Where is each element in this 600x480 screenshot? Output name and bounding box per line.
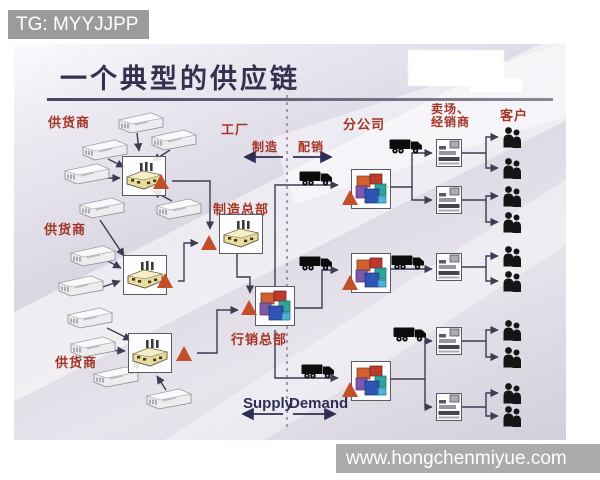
label-distribute: 配销	[298, 140, 325, 154]
truck-icon	[393, 327, 426, 342]
flow-triangle-icon	[342, 190, 358, 205]
store-icon	[438, 187, 460, 212]
customer-icon	[503, 347, 521, 368]
goods-cubes-icon	[355, 365, 387, 396]
label-factory-column: 工厂	[221, 122, 250, 137]
branch-box	[351, 253, 391, 293]
truck-icon	[391, 255, 424, 270]
customer-icon	[503, 406, 521, 427]
label-mfg-hq: 制造总部	[213, 202, 270, 217]
store-icon	[438, 394, 460, 419]
tg-watermark: TG: MYYJJPP	[8, 10, 149, 39]
factory-icon	[132, 339, 168, 367]
label-branch-column: 分公司	[343, 117, 386, 132]
warehouse-icon	[70, 245, 116, 267]
customer-icon	[503, 320, 521, 341]
marketing-hq-box	[255, 286, 295, 326]
customer-icon	[503, 383, 521, 404]
warehouse-icon	[93, 366, 139, 388]
warehouse-icon	[70, 336, 116, 358]
warehouse-icon	[67, 307, 113, 329]
warehouse-icon	[156, 198, 202, 220]
truck-icon	[299, 256, 332, 271]
customer-icon	[503, 271, 521, 292]
customer-icon	[503, 158, 521, 179]
goods-cubes-icon	[355, 257, 387, 288]
customer-icon	[503, 186, 521, 207]
flow-triangle-icon	[153, 174, 169, 189]
goods-cubes-icon	[259, 290, 291, 321]
flow-triangle-icon	[176, 346, 192, 361]
warehouse-icon	[118, 112, 164, 134]
warehouse-icon	[64, 163, 110, 185]
warehouse-icon	[79, 197, 125, 219]
label-manufacture: 制造	[252, 140, 279, 154]
label-dealer-column-1: 卖场、	[431, 102, 471, 116]
label-supply: Supply	[243, 395, 294, 412]
label-supplier-2: 供货商	[44, 222, 87, 237]
label-customer-column: 客户	[500, 108, 529, 123]
store-box	[436, 253, 462, 281]
flow-triangle-icon	[342, 382, 358, 397]
label-supplier-3: 供货商	[55, 355, 98, 370]
warehouse-icon	[82, 139, 128, 161]
site-watermark: www.hongchenmiyue.com	[336, 444, 600, 473]
customer-icon	[503, 127, 521, 148]
customer-icon	[503, 246, 521, 267]
flow-triangle-icon	[241, 300, 257, 315]
branch-box	[351, 169, 391, 209]
truck-icon	[301, 364, 334, 379]
label-mkt-hq: 行销总部	[231, 332, 288, 347]
store-box	[436, 186, 462, 214]
factory-icon	[223, 220, 259, 248]
store-box	[436, 139, 462, 167]
label-supplier-1: 供货商	[48, 115, 91, 130]
store-icon	[438, 140, 460, 165]
store-box	[436, 327, 462, 355]
label-dealer-column-2: 经销商	[431, 115, 471, 129]
flow-triangle-icon	[342, 275, 358, 290]
warehouse-icon	[151, 129, 197, 151]
goods-cubes-icon	[355, 173, 387, 204]
store-icon	[438, 328, 460, 353]
store-icon	[438, 254, 460, 279]
truck-icon	[389, 139, 422, 154]
page-title: 一个典型的供应链	[60, 64, 300, 94]
customer-icon	[503, 212, 521, 233]
warehouse-icon	[58, 275, 104, 297]
title-underline	[47, 98, 553, 101]
factory-box	[128, 333, 172, 373]
truck-icon	[299, 171, 332, 186]
manufacturing-hq-box	[219, 214, 263, 254]
flow-triangle-icon	[201, 235, 217, 250]
label-demand: Demand	[289, 395, 349, 412]
flow-triangle-icon	[157, 273, 173, 288]
logo-blur-patch	[470, 78, 522, 92]
store-box	[436, 393, 462, 421]
warehouse-icon	[146, 388, 192, 410]
